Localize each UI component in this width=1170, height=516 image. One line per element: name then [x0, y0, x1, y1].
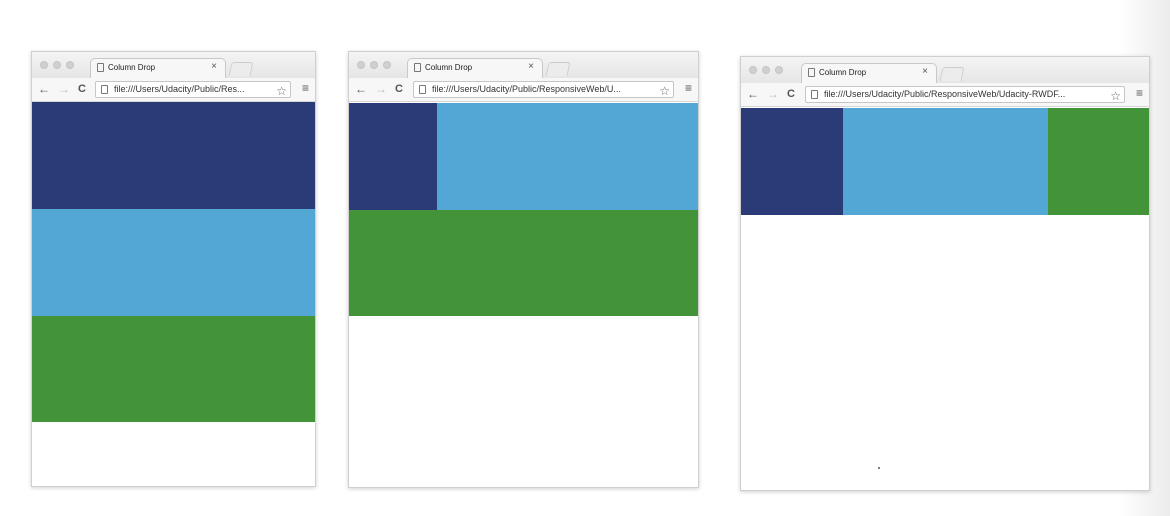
new-tab-button[interactable] — [939, 67, 965, 81]
minimize-window-dot[interactable] — [762, 66, 770, 74]
menu-icon[interactable]: ≡ — [1135, 86, 1143, 100]
green-block — [349, 210, 698, 316]
bookmark-star-icon[interactable]: ☆ — [659, 84, 670, 98]
menu-icon[interactable]: ≡ — [301, 81, 309, 95]
zoom-window-dot[interactable] — [775, 66, 783, 74]
light-blue-block — [843, 108, 1048, 215]
page-icon — [101, 85, 108, 94]
page-icon — [811, 90, 818, 99]
menu-icon[interactable]: ≡ — [684, 81, 692, 95]
new-tab-button[interactable] — [228, 62, 254, 76]
tab-close-icon[interactable]: × — [922, 66, 928, 77]
close-window-dot[interactable] — [749, 66, 757, 74]
window-controls — [749, 66, 783, 74]
forward-arrow-icon[interactable]: → — [58, 82, 70, 96]
reload-icon[interactable]: C — [395, 83, 403, 95]
tab-title: Column Drop — [819, 68, 867, 77]
title-bar: Column Drop × — [741, 57, 1149, 83]
dark-blue-block — [349, 103, 437, 210]
zoom-window-dot[interactable] — [66, 61, 74, 69]
light-blue-block — [32, 209, 315, 316]
back-arrow-icon[interactable]: ← — [747, 87, 759, 101]
url-text: file:///Users/Udacity/Public/Res... — [114, 84, 245, 94]
window-controls — [40, 61, 74, 69]
dark-blue-block — [741, 108, 843, 215]
address-bar[interactable]: file:///Users/Udacity/Public/Res... ☆ — [95, 81, 291, 98]
page-content — [32, 102, 315, 486]
reload-icon[interactable]: C — [787, 88, 795, 100]
cursor-dot — [878, 467, 880, 469]
toolbar: ← → C file:///Users/Udacity/Public/Res..… — [32, 78, 315, 102]
browser-window-wide: Column Drop × ← → C file:///Users/Udacit… — [740, 56, 1150, 491]
forward-arrow-icon[interactable]: → — [375, 82, 387, 96]
page-icon — [97, 63, 104, 72]
toolbar: ← → C file:///Users/Udacity/Public/Respo… — [741, 83, 1149, 107]
tab-column-drop[interactable]: Column Drop × — [801, 63, 937, 83]
browser-window-medium: Column Drop × ← → C file:///Users/Udacit… — [348, 51, 699, 488]
zoom-window-dot[interactable] — [383, 61, 391, 69]
reload-icon[interactable]: C — [78, 83, 86, 95]
close-window-dot[interactable] — [40, 61, 48, 69]
browser-window-narrow: Column Drop × ← → C file:///Users/Udacit… — [31, 51, 316, 487]
tab-column-drop[interactable]: Column Drop × — [407, 58, 543, 78]
title-bar: Column Drop × — [349, 52, 698, 78]
minimize-window-dot[interactable] — [53, 61, 61, 69]
dark-blue-block — [32, 102, 315, 209]
forward-arrow-icon[interactable]: → — [767, 87, 779, 101]
green-block — [32, 316, 315, 422]
tab-close-icon[interactable]: × — [528, 61, 534, 72]
bookmark-star-icon[interactable]: ☆ — [1110, 89, 1121, 103]
minimize-window-dot[interactable] — [370, 61, 378, 69]
page-icon — [808, 68, 815, 77]
tab-title: Column Drop — [425, 63, 473, 72]
url-text: file:///Users/Udacity/Public/ResponsiveW… — [432, 84, 621, 94]
tab-title: Column Drop — [108, 63, 156, 72]
close-window-dot[interactable] — [357, 61, 365, 69]
address-bar[interactable]: file:///Users/Udacity/Public/ResponsiveW… — [413, 81, 674, 98]
window-controls — [357, 61, 391, 69]
url-text: file:///Users/Udacity/Public/ResponsiveW… — [824, 89, 1066, 99]
page-icon — [414, 63, 421, 72]
title-bar: Column Drop × — [32, 52, 315, 78]
back-arrow-icon[interactable]: ← — [38, 82, 50, 96]
page-content — [741, 108, 1149, 490]
toolbar: ← → C file:///Users/Udacity/Public/Respo… — [349, 78, 698, 102]
page-icon — [419, 85, 426, 94]
back-arrow-icon[interactable]: ← — [355, 82, 367, 96]
address-bar[interactable]: file:///Users/Udacity/Public/ResponsiveW… — [805, 86, 1125, 103]
new-tab-button[interactable] — [545, 62, 571, 76]
bookmark-star-icon[interactable]: ☆ — [276, 84, 287, 98]
tab-column-drop[interactable]: Column Drop × — [90, 58, 226, 78]
page-content — [349, 103, 698, 487]
tab-close-icon[interactable]: × — [211, 61, 217, 72]
green-block — [1048, 108, 1149, 215]
light-blue-block — [437, 103, 698, 210]
